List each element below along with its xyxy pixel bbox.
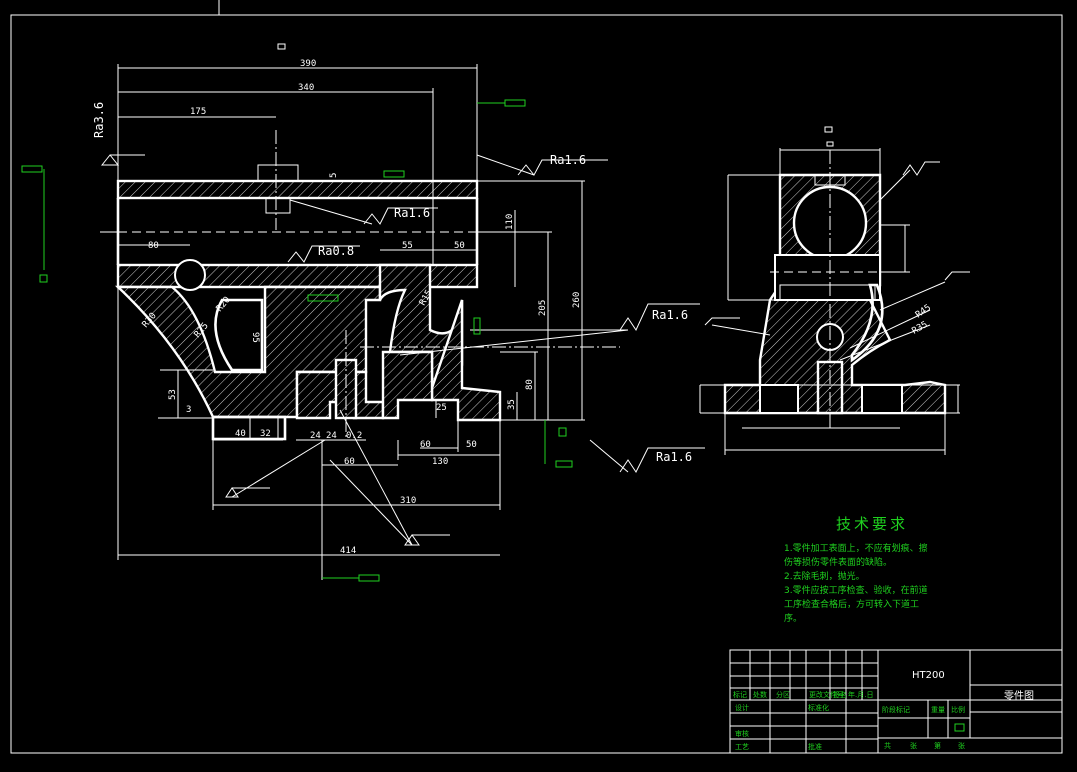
dim-310: 310 bbox=[400, 496, 416, 506]
tb-label-zone: 分区 bbox=[776, 690, 790, 699]
tb-label-scale: 比例 bbox=[951, 705, 965, 714]
tb-label-count: 处数 bbox=[753, 690, 767, 699]
dim-80a: 80 bbox=[148, 241, 159, 251]
roughness-ra36: Ra3.6 bbox=[92, 102, 106, 138]
dim-205: 205 bbox=[538, 300, 548, 316]
roughness-ra16-c: Ra1.6 bbox=[652, 308, 688, 322]
dim-50a: 50 bbox=[454, 241, 465, 251]
tb-label-date: 年.月.日 bbox=[848, 690, 873, 699]
tech-requirements-title: 技术要求 bbox=[836, 515, 908, 533]
dim-60b: 60 bbox=[344, 457, 355, 467]
tb-sheets-4: 张 bbox=[958, 741, 965, 750]
tech-req-line-4: 3.零件应按工序检查、验收，在前道 bbox=[784, 584, 928, 596]
dim-r35: R35 bbox=[911, 320, 930, 337]
tb-label-approve: 批准 bbox=[808, 742, 822, 751]
roughness-ra08: Ra0.8 bbox=[318, 244, 354, 258]
dim-175: 175 bbox=[190, 107, 206, 117]
tech-requirements: 技术要求 1.零件加工表面上，不应有划痕、擦 伤等损伤零件表面的缺陷。 2.去除… bbox=[784, 515, 928, 624]
roughness-ra16-b: Ra1.6 bbox=[394, 206, 430, 220]
dim-0-2: 0.2 bbox=[346, 431, 362, 441]
dim-50b: 50 bbox=[466, 440, 477, 450]
tb-label-standard: 标准化 bbox=[808, 703, 829, 712]
dim-260: 260 bbox=[572, 292, 582, 308]
dim-32: 32 bbox=[260, 429, 271, 439]
dim-110: 110 bbox=[505, 214, 515, 230]
dim-35: 35 bbox=[507, 399, 517, 410]
tech-req-line-6: 序。 bbox=[784, 612, 802, 624]
material-label: HT200 bbox=[912, 670, 945, 681]
drawing-name-label: 零件图 bbox=[1004, 690, 1034, 702]
tb-label-mark: 标记 bbox=[733, 690, 747, 699]
tb-label-weight: 重量 bbox=[931, 706, 945, 714]
roughness-ra16-d: Ra1.6 bbox=[656, 450, 692, 464]
dim-24b: 24 bbox=[326, 431, 337, 441]
dim-24a: 24 bbox=[310, 431, 321, 441]
tech-req-line-5: 工序检查合格后，方可转入下道工 bbox=[784, 598, 919, 610]
tech-req-line-2: 伤等损伤零件表面的缺陷。 bbox=[784, 556, 892, 568]
dim-130: 130 bbox=[432, 457, 448, 467]
dim-55: 55 bbox=[402, 241, 413, 251]
tech-req-line-3: 2.去除毛刺，抛光。 bbox=[784, 570, 865, 582]
dim-340: 340 bbox=[298, 83, 314, 93]
front-view: Ra3.6 Ra1.6 Ra1.6 Ra0.8 Ra1.6 Ra1.6 390 … bbox=[21, 43, 705, 582]
drawing-border bbox=[10, 14, 1063, 754]
dim-40: 40 bbox=[235, 429, 246, 439]
dim-r45: R45 bbox=[914, 303, 933, 321]
roughness-ra16-a: Ra1.6 bbox=[550, 153, 586, 167]
dim-3: 3 bbox=[186, 405, 191, 415]
dim-5: 5 bbox=[329, 173, 339, 178]
dim-390: 390 bbox=[300, 59, 316, 69]
dim-80b: 80 bbox=[525, 379, 535, 390]
tb-label-designer: 设计 bbox=[735, 703, 749, 712]
tech-req-line-1: 1.零件加工表面上，不应有划痕、擦 bbox=[784, 542, 928, 554]
tb-label-change: 更改文件号 bbox=[809, 690, 844, 699]
title-block: HT200 零件图 标记 处数 分区 更改文件号 签名 年.月.日 设计 标准化… bbox=[729, 649, 1063, 754]
tb-sheets-1: 共 bbox=[884, 741, 891, 750]
tb-label-stage: 阶段标记 bbox=[882, 705, 910, 714]
dim-414: 414 bbox=[340, 546, 356, 556]
tb-sheets-3: 第 bbox=[934, 741, 941, 750]
tb-label-review: 审核 bbox=[735, 729, 749, 738]
dim-95: 95 bbox=[250, 332, 260, 343]
dim-25: 25 bbox=[436, 403, 447, 413]
dim-60a: 60 bbox=[420, 440, 431, 450]
tb-sheets-2: 张 bbox=[910, 741, 917, 750]
side-view: R45 R35 bbox=[699, 126, 970, 455]
dim-53: 53 bbox=[168, 389, 178, 400]
tb-label-sign: 签名 bbox=[833, 690, 847, 699]
tb-label-craft: 工艺 bbox=[735, 743, 749, 751]
